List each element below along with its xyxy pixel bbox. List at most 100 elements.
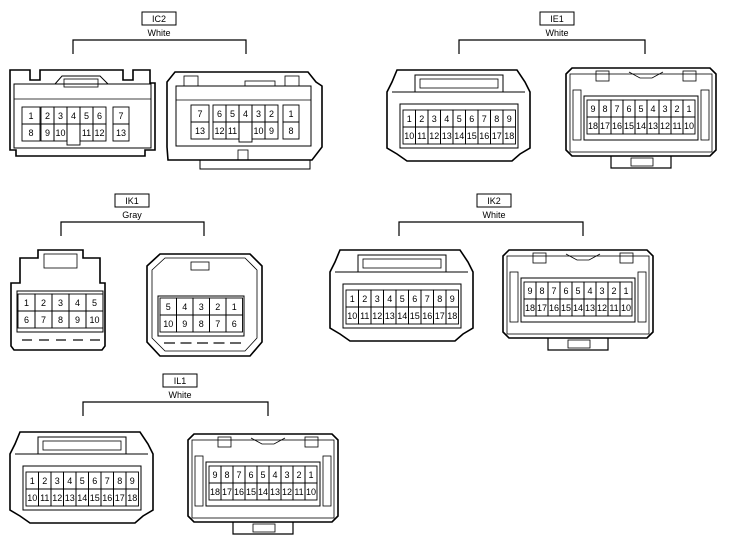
pin-number: 5 bbox=[230, 109, 235, 119]
pin-number: 2 bbox=[45, 111, 50, 121]
pin-number: 5 bbox=[457, 114, 462, 124]
pin-number: 18 bbox=[447, 311, 457, 321]
pin-number: 2 bbox=[269, 109, 274, 119]
pin-number: 3 bbox=[375, 294, 380, 304]
pin-number: 12 bbox=[660, 121, 670, 131]
pin-number: 1 bbox=[24, 298, 29, 308]
pin-number: 2 bbox=[42, 476, 47, 486]
pin-number: 9 bbox=[212, 470, 217, 480]
pin-number: 4 bbox=[272, 470, 277, 480]
pin-number: 2 bbox=[41, 298, 46, 308]
pin-number: 6 bbox=[626, 104, 631, 114]
pin-number: 4 bbox=[75, 298, 80, 308]
pin-number: 3 bbox=[599, 286, 604, 296]
pin-number: 11 bbox=[40, 493, 49, 503]
pin-number: 17 bbox=[115, 493, 125, 503]
pin-number: 1 bbox=[407, 114, 412, 124]
pin-number: 18 bbox=[504, 131, 514, 141]
pin-number: 17 bbox=[492, 131, 502, 141]
pin-number: 10 bbox=[621, 303, 631, 313]
pin-number: 9 bbox=[75, 315, 80, 325]
pin-number: 1 bbox=[308, 470, 313, 480]
pin-number: 2 bbox=[674, 104, 679, 114]
pin-number: 4 bbox=[387, 294, 392, 304]
connector-id-label: IK2 bbox=[487, 196, 501, 206]
pin-number: 4 bbox=[243, 109, 248, 119]
pin-number: 15 bbox=[410, 311, 420, 321]
pin-number: 2 bbox=[296, 470, 301, 480]
pin-number: 12 bbox=[94, 128, 104, 138]
pin-number: 13 bbox=[116, 128, 126, 138]
pin-number: 6 bbox=[563, 286, 568, 296]
pin-number: 8 bbox=[224, 470, 229, 480]
pin-number: 4 bbox=[444, 114, 449, 124]
pin-number: 6 bbox=[24, 315, 29, 325]
pin-number: 1 bbox=[30, 476, 35, 486]
pin-number: 9 bbox=[527, 286, 532, 296]
pin-number: 15 bbox=[467, 131, 477, 141]
pin-number: 15 bbox=[561, 303, 571, 313]
pin-number: 10 bbox=[163, 319, 173, 329]
pin-number: 10 bbox=[404, 131, 414, 141]
pin-number: 4 bbox=[182, 302, 187, 312]
pin-number: 10 bbox=[253, 126, 263, 136]
pin-number: 7 bbox=[551, 286, 556, 296]
pin-number: 3 bbox=[199, 302, 204, 312]
pin-number: 17 bbox=[435, 311, 445, 321]
pin-number: 12 bbox=[282, 487, 292, 497]
pin-number: 16 bbox=[612, 121, 622, 131]
pin-number: 13 bbox=[648, 121, 658, 131]
pin-number: 5 bbox=[80, 476, 85, 486]
pin-number: 6 bbox=[217, 109, 222, 119]
pin-number: 6 bbox=[469, 114, 474, 124]
pin-number: 15 bbox=[90, 493, 100, 503]
pin-number: 12 bbox=[52, 493, 62, 503]
pin-number: 16 bbox=[234, 487, 244, 497]
pin-number: 7 bbox=[236, 470, 241, 480]
pin-number: 5 bbox=[92, 298, 97, 308]
pin-number: 16 bbox=[549, 303, 559, 313]
pin-number: 5 bbox=[638, 104, 643, 114]
pin-number: 9 bbox=[450, 294, 455, 304]
pin-number: 14 bbox=[454, 131, 464, 141]
pin-number: 8 bbox=[437, 294, 442, 304]
pin-number: 11 bbox=[294, 487, 303, 497]
pin-number: 13 bbox=[385, 311, 395, 321]
connector-color-label: White bbox=[147, 28, 170, 38]
pin-number: 6 bbox=[97, 111, 102, 121]
pin-number: 16 bbox=[479, 131, 489, 141]
pin-number: 9 bbox=[590, 104, 595, 114]
pin-number: 11 bbox=[417, 131, 426, 141]
pin-number: 11 bbox=[672, 121, 681, 131]
pin-number: 18 bbox=[127, 493, 137, 503]
pin-number: 2 bbox=[611, 286, 616, 296]
pin-number: 7 bbox=[215, 319, 220, 329]
connector-color-label: Gray bbox=[122, 210, 142, 220]
pin-number: 7 bbox=[197, 109, 202, 119]
pin-number: 16 bbox=[102, 493, 112, 503]
connector-id-label: IC2 bbox=[152, 14, 166, 24]
pin-number: 3 bbox=[55, 476, 60, 486]
pin-number: 12 bbox=[429, 131, 439, 141]
pin-number: 13 bbox=[270, 487, 280, 497]
pin-number: 9 bbox=[182, 319, 187, 329]
pin-number: 11 bbox=[609, 303, 618, 313]
pin-number: 9 bbox=[269, 126, 274, 136]
pin-number: 16 bbox=[422, 311, 432, 321]
pin-number: 12 bbox=[214, 126, 224, 136]
pin-number: 8 bbox=[494, 114, 499, 124]
pin-number: 12 bbox=[372, 311, 382, 321]
pin-number: 4 bbox=[71, 111, 76, 121]
pin-number: 3 bbox=[58, 111, 63, 121]
pin-number: 14 bbox=[636, 121, 646, 131]
pin-number: 11 bbox=[228, 126, 237, 136]
